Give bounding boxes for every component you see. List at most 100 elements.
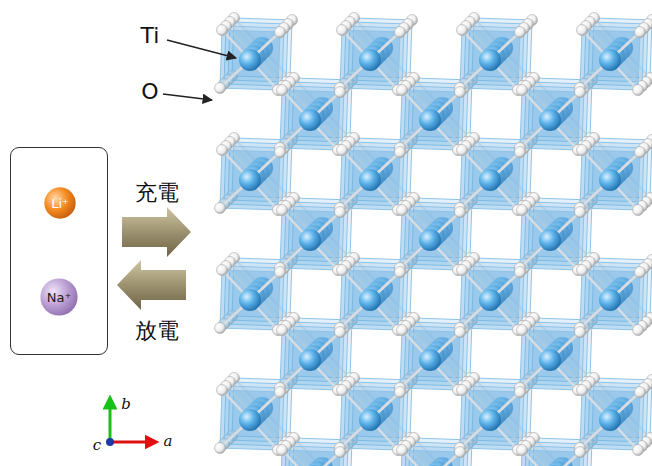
ti-atom <box>299 229 321 251</box>
tio6-octahedron <box>280 210 340 270</box>
ti-atom <box>359 289 381 311</box>
o-atom <box>217 385 228 396</box>
ti-atom <box>419 229 441 251</box>
ti-atom <box>479 169 501 191</box>
ti-atom <box>479 409 501 431</box>
sodium-ion: Na⁺ <box>40 278 78 316</box>
o-atom <box>337 385 348 396</box>
ti-atom <box>599 409 621 431</box>
ti-atom <box>599 289 621 311</box>
ti-atom <box>359 169 381 191</box>
ion-label: Na⁺ <box>47 291 72 304</box>
o-atom <box>577 265 588 276</box>
o-atom <box>457 385 468 396</box>
tio6-octahedron <box>460 150 520 210</box>
atom-label: O <box>141 80 158 104</box>
tio6-octahedron <box>400 210 460 270</box>
o-atom <box>215 203 226 214</box>
tio6-octahedron <box>400 90 460 150</box>
tio6-octahedron <box>580 30 640 90</box>
o-atom <box>577 25 588 36</box>
o-atom <box>335 447 346 458</box>
o-atom <box>215 83 226 94</box>
o-atom <box>517 325 528 336</box>
process-label: 放電 <box>135 319 179 343</box>
o-atom <box>335 327 346 338</box>
tio6-octahedron <box>340 390 400 450</box>
tio6-octahedron <box>280 90 340 150</box>
o-atom <box>633 85 644 96</box>
o-atom <box>337 265 348 276</box>
o-atom <box>457 145 468 156</box>
o-atom <box>517 205 528 216</box>
o-atom <box>635 147 646 158</box>
ti-atom <box>539 229 561 251</box>
axis-b <box>109 402 112 442</box>
o-atom <box>455 447 466 458</box>
o-atom <box>635 267 646 278</box>
o-atom <box>575 447 586 458</box>
tio6-octahedron <box>220 30 280 90</box>
charge-arrow <box>122 207 191 257</box>
tio6-octahedron <box>460 270 520 330</box>
ti-atom <box>479 289 501 311</box>
o-atom <box>275 147 286 158</box>
tio6-octahedron <box>340 150 400 210</box>
o-atom <box>335 87 346 98</box>
o-atom <box>457 265 468 276</box>
lithium-ion: Li⁺ <box>44 187 76 219</box>
o-atom <box>455 207 466 218</box>
ti-atom <box>299 109 321 131</box>
tio6-octahedron <box>340 270 400 330</box>
tio6-octahedron <box>460 390 520 450</box>
o-atom <box>635 387 646 398</box>
ti-atom <box>599 169 621 191</box>
o-atom <box>397 85 408 96</box>
discharge-arrow <box>117 260 186 310</box>
o-atom <box>335 207 346 218</box>
ti-atom <box>539 109 561 131</box>
ti-atom <box>419 349 441 371</box>
tio6-octahedron <box>520 450 580 466</box>
tio6-octahedron <box>580 270 640 330</box>
o-atom <box>397 325 408 336</box>
o-atom <box>397 205 408 216</box>
axis-a <box>110 441 152 444</box>
ti-atom <box>239 409 261 431</box>
tio6-octahedron <box>520 210 580 270</box>
o-atom <box>515 387 526 398</box>
o-atom <box>515 27 526 38</box>
ti-atom <box>539 349 561 371</box>
axis-c <box>106 438 114 446</box>
o-atom <box>395 267 406 278</box>
o-atom <box>515 147 526 158</box>
crystal-structure <box>215 13 652 466</box>
o-atom <box>397 445 408 456</box>
o-atom <box>277 325 288 336</box>
axis-label: a <box>164 433 173 450</box>
o-atom <box>457 25 468 36</box>
o-atom <box>635 27 646 38</box>
o-atom <box>395 387 406 398</box>
tio6-octahedron <box>340 30 400 90</box>
o-atom <box>275 267 286 278</box>
tio6-octahedron <box>220 270 280 330</box>
o-atom <box>337 25 348 36</box>
o-atom <box>277 445 288 456</box>
process-label: 充電 <box>135 181 179 205</box>
axis-label: b <box>121 396 131 413</box>
o-atom <box>215 443 226 454</box>
leader-line <box>163 94 212 100</box>
o-atom <box>575 207 586 218</box>
o-atom <box>217 145 228 156</box>
o-atom <box>577 145 588 156</box>
tio6-octahedron <box>460 30 520 90</box>
ion-label: Li⁺ <box>51 197 69 210</box>
o-atom <box>277 205 288 216</box>
ti-atom <box>359 409 381 431</box>
o-atom <box>455 87 466 98</box>
o-atom <box>395 27 406 38</box>
ti-atom <box>599 49 621 71</box>
o-atom <box>515 267 526 278</box>
ti-atom <box>299 349 321 371</box>
